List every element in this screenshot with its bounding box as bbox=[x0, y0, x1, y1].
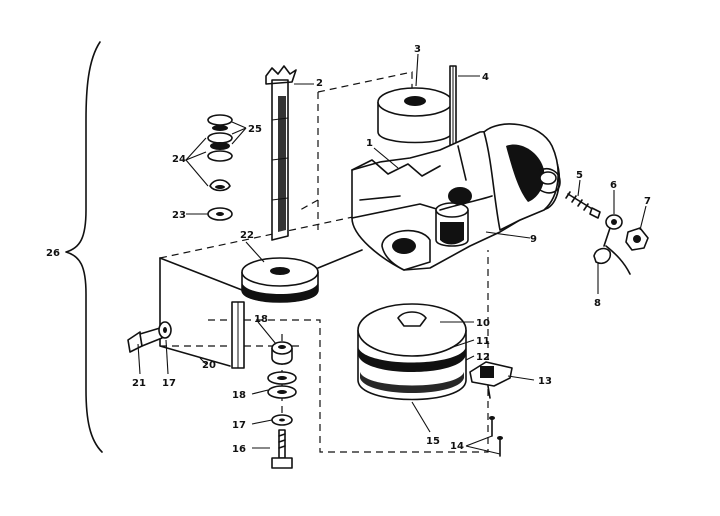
switch-bracket-part-13 bbox=[469, 361, 513, 399]
callout-20: 20 bbox=[202, 360, 216, 371]
ring-part-3 bbox=[377, 87, 453, 144]
spring-washers-part-18 bbox=[267, 371, 297, 399]
callout-labels: 1 2 3 4 5 6 7 8 9 10 11 12 13 14 15 16 1… bbox=[46, 44, 651, 455]
screw-part-16 bbox=[271, 429, 293, 469]
callout-5: 5 bbox=[576, 170, 583, 181]
callout-26: 26 bbox=[46, 248, 60, 259]
drum-part-15 bbox=[357, 303, 467, 401]
callout-11: 11 bbox=[476, 336, 490, 347]
mounting-bracket-part-20 bbox=[159, 257, 245, 369]
callout-22: 22 bbox=[240, 230, 254, 241]
assembly-bracket bbox=[65, 41, 103, 453]
callout-21: 21 bbox=[132, 378, 146, 389]
leader-lines bbox=[137, 53, 647, 455]
wire-lead-part-8 bbox=[593, 245, 631, 275]
nut-part-7 bbox=[625, 227, 649, 251]
callout-24: 24 bbox=[172, 154, 186, 165]
screws-part-14 bbox=[489, 416, 503, 457]
callout-2: 2 bbox=[316, 78, 323, 89]
callout-7: 7 bbox=[644, 196, 651, 207]
callout-25: 25 bbox=[248, 124, 262, 135]
callout-18-upper: 18 bbox=[254, 314, 268, 325]
motor-housing-part-1 bbox=[351, 123, 561, 271]
callout-10: 10 bbox=[476, 318, 490, 329]
callout-17-lower: 17 bbox=[232, 420, 246, 431]
callout-6: 6 bbox=[610, 180, 617, 191]
callout-3: 3 bbox=[414, 44, 421, 55]
callout-14: 14 bbox=[450, 441, 464, 452]
callout-9: 9 bbox=[530, 234, 537, 245]
washer-part-23 bbox=[207, 207, 233, 221]
callout-13: 13 bbox=[538, 376, 552, 387]
callout-12: 12 bbox=[476, 352, 490, 363]
washer-part-17-lower bbox=[271, 414, 293, 426]
callout-1: 1 bbox=[366, 138, 373, 149]
terminal-part-6 bbox=[603, 214, 623, 247]
pin-part-4 bbox=[449, 65, 457, 147]
clip-washer-stack-parts-24-25 bbox=[207, 114, 233, 192]
gear-shaft-part-2 bbox=[265, 65, 297, 241]
gear-part-22 bbox=[241, 249, 363, 303]
callout-18-lower: 18 bbox=[232, 390, 246, 401]
callout-8: 8 bbox=[594, 298, 601, 309]
callout-4: 4 bbox=[482, 72, 489, 83]
callout-23: 23 bbox=[172, 210, 186, 221]
callout-15: 15 bbox=[426, 436, 440, 447]
screw-part-5 bbox=[565, 191, 601, 219]
nut-part-10 bbox=[271, 341, 293, 365]
callout-17-left: 17 bbox=[162, 378, 176, 389]
callout-16: 16 bbox=[232, 444, 246, 455]
